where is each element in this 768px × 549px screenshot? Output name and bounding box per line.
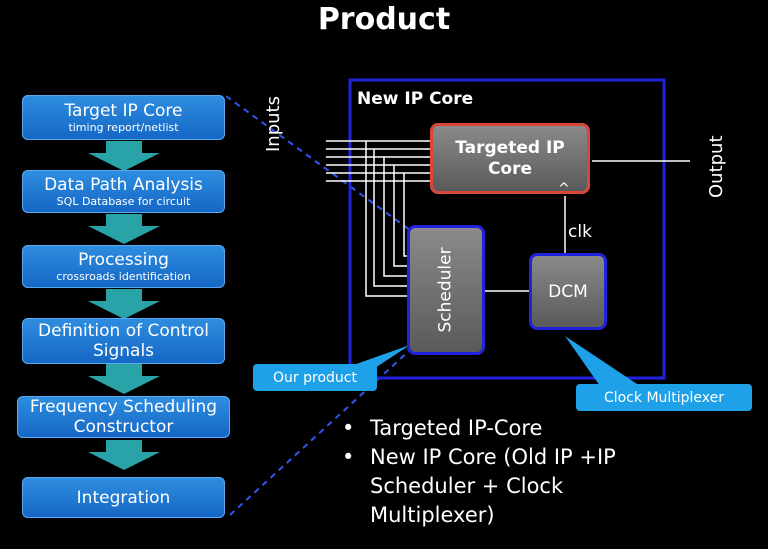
flow-arrow	[88, 440, 160, 470]
flow-step-subtitle: crossroads identification	[56, 270, 191, 283]
flow-step-data-path-analysis: Data Path Analysis SQL Database for circ…	[22, 170, 225, 213]
flow-step-target-ip-core: Target IP Core timing report/netlist	[22, 95, 225, 140]
clk-input-caret: ^	[558, 181, 570, 197]
bullet-list: • Targeted IP-Core • New IP Core (Old IP…	[342, 414, 752, 530]
flow-step-title: Processing	[78, 250, 169, 270]
bullet-text: New IP Core (Old IP +IP Scheduler + Cloc…	[370, 445, 616, 527]
flow-arrow	[88, 214, 160, 244]
flow-arrow	[88, 141, 160, 171]
our-product-pointer	[345, 345, 410, 368]
flow-step-subtitle: timing report/netlist	[68, 121, 179, 134]
bullet-dot: •	[342, 445, 355, 469]
flow-step-title: Target IP Core	[64, 101, 183, 121]
scheduler-block: Scheduler	[407, 225, 485, 355]
bullet-dot: •	[342, 416, 355, 440]
inputs-label: Inputs	[263, 96, 284, 152]
flow-step-frequency-scheduling-constructor: Frequency Scheduling Constructor	[17, 396, 230, 438]
clk-label: clk	[568, 222, 592, 242]
container-label: New IP Core	[357, 89, 474, 109]
flow-step-integration: Integration	[22, 477, 225, 518]
flow-step-title: Definition of Control Signals	[38, 321, 209, 361]
clock-multiplexer-callout: Clock Multiplexer	[576, 384, 752, 411]
flow-arrow	[88, 364, 160, 394]
dcm-block: DCM	[529, 253, 607, 330]
flow-step-subtitle: SQL Database for circuit	[56, 195, 191, 208]
new-ip-core-container	[348, 78, 666, 380]
clock-multiplexer-pointer	[565, 336, 640, 386]
targeted-ip-core-block: Targeted IP Core	[430, 123, 590, 194]
targeted-ip-core-label: Targeted IP Core	[455, 137, 565, 179]
flow-arrow	[88, 289, 160, 319]
our-product-callout: Our product	[253, 364, 377, 391]
dcm-label: DCM	[548, 281, 588, 302]
input-lines	[326, 140, 690, 297]
flow-step-title: Frequency Scheduling Constructor	[29, 397, 218, 437]
dashed-zoom-line-top	[225, 95, 411, 231]
bullet-item: • New IP Core (Old IP +IP Scheduler + Cl…	[342, 443, 752, 530]
bullet-item: • Targeted IP-Core	[342, 414, 752, 443]
page-title: Product	[317, 2, 451, 37]
flow-step-title: Data Path Analysis	[44, 175, 203, 195]
flow-step-definition-of-control-signals: Definition of Control Signals	[22, 318, 225, 364]
scheduler-label: Scheduler	[436, 247, 457, 333]
bullet-text: Targeted IP-Core	[370, 416, 543, 440]
flow-step-processing: Processing crossroads identification	[22, 245, 225, 288]
flow-step-title: Integration	[76, 487, 171, 508]
output-label: Output	[706, 135, 727, 198]
